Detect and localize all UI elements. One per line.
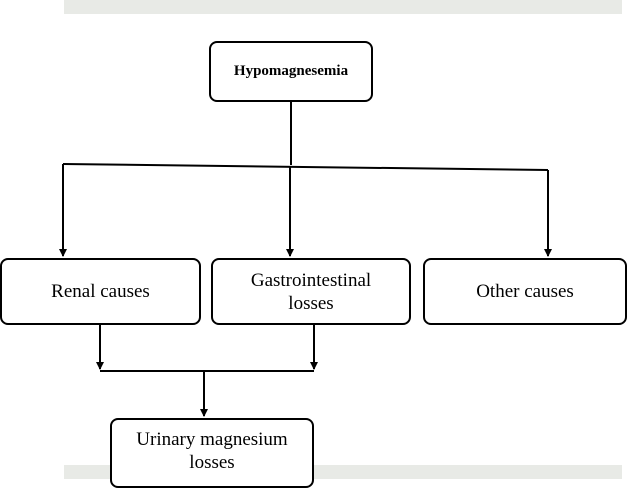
urinary-magnesium-losses-label: Urinary magnesium losses	[136, 429, 288, 473]
other-causes-label: Other causes	[476, 280, 574, 302]
top-decorative-band	[64, 0, 622, 14]
hypomagnesemia-label: Hypomagnesemia	[233, 63, 349, 79]
hypomagnesemia-node: Hypomagnesemia	[209, 41, 373, 102]
urinary-magnesium-losses-node: Urinary magnesium losses	[110, 418, 314, 488]
other-causes-node: Other causes	[423, 258, 627, 325]
renal-causes-node: Renal causes	[0, 258, 201, 325]
distribution-bar-line	[62, 163, 549, 171]
gastrointestinal-losses-node: Gastrointestinal losses	[211, 258, 411, 325]
gastrointestinal-losses-label: Gastrointestinal losses	[250, 269, 372, 314]
renal-causes-label: Renal causes	[51, 280, 150, 302]
